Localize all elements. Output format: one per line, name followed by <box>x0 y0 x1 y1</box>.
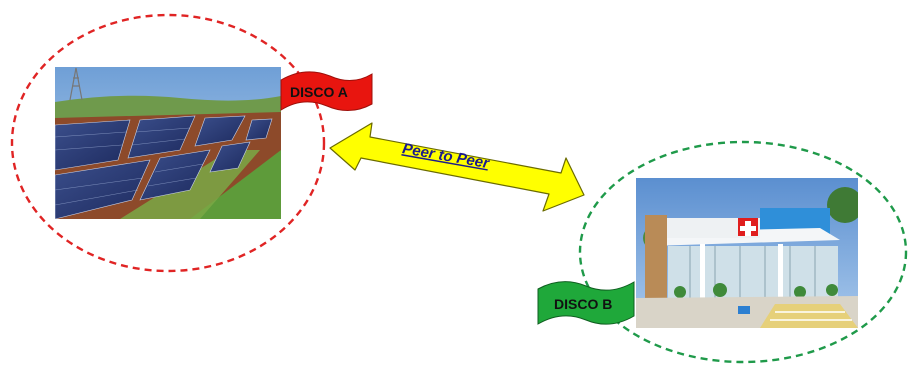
disco-b-label: DISCO B <box>554 296 612 312</box>
solar-farm-photo <box>55 67 281 219</box>
pharmacy-photo <box>636 178 858 328</box>
disco-a-ring <box>10 13 326 273</box>
disco-b-flag: DISCO B <box>537 281 635 325</box>
disco-a-label: DISCO A <box>290 84 348 100</box>
peer-to-peer-arrow: Peer to Peer <box>329 122 585 212</box>
disco-b-ring <box>578 140 908 364</box>
disco-a-flag: DISCO A <box>280 71 373 111</box>
